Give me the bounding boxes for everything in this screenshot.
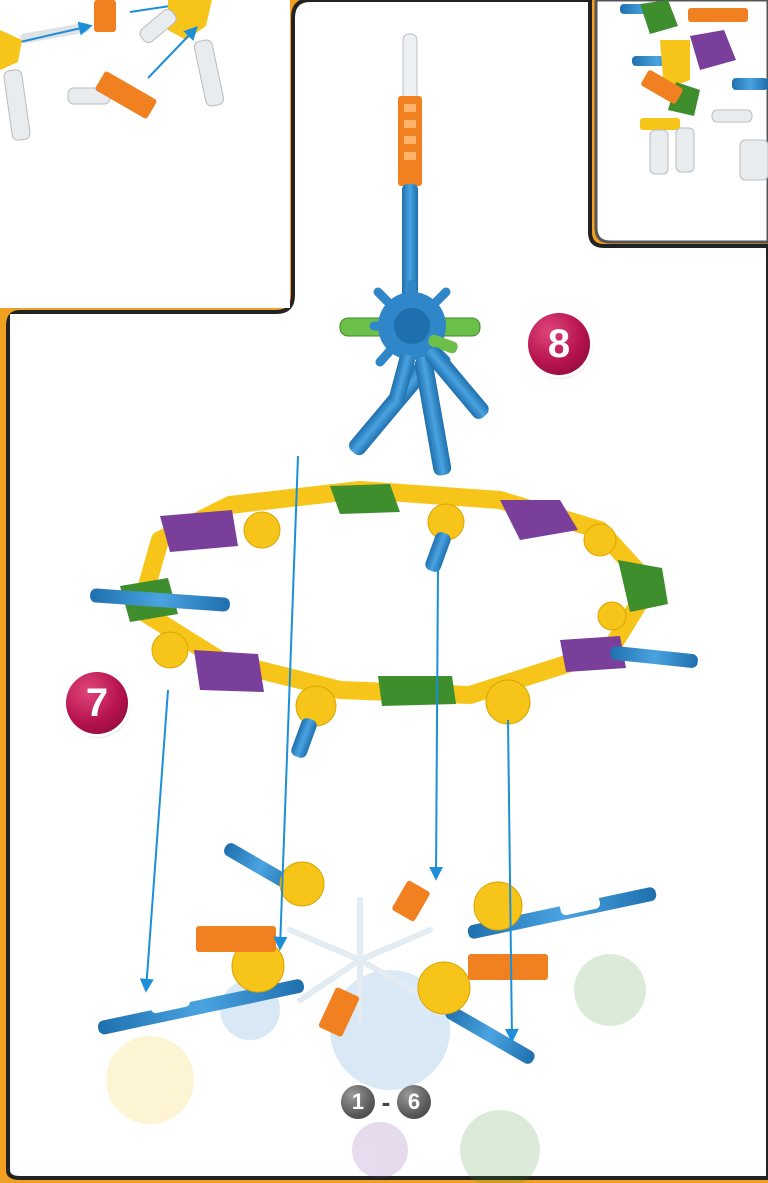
- panel-fill-fix: [10, 314, 290, 334]
- range-start-badge: 1: [341, 1085, 375, 1119]
- range-end-badge: 6: [397, 1085, 431, 1119]
- step-8-badge: 8: [528, 313, 590, 375]
- step-7-badge: 7: [66, 672, 128, 734]
- range-separator: -: [379, 1087, 393, 1118]
- steps-range-label: 1 - 6: [341, 1082, 431, 1122]
- previous-step-area: [0, 0, 290, 308]
